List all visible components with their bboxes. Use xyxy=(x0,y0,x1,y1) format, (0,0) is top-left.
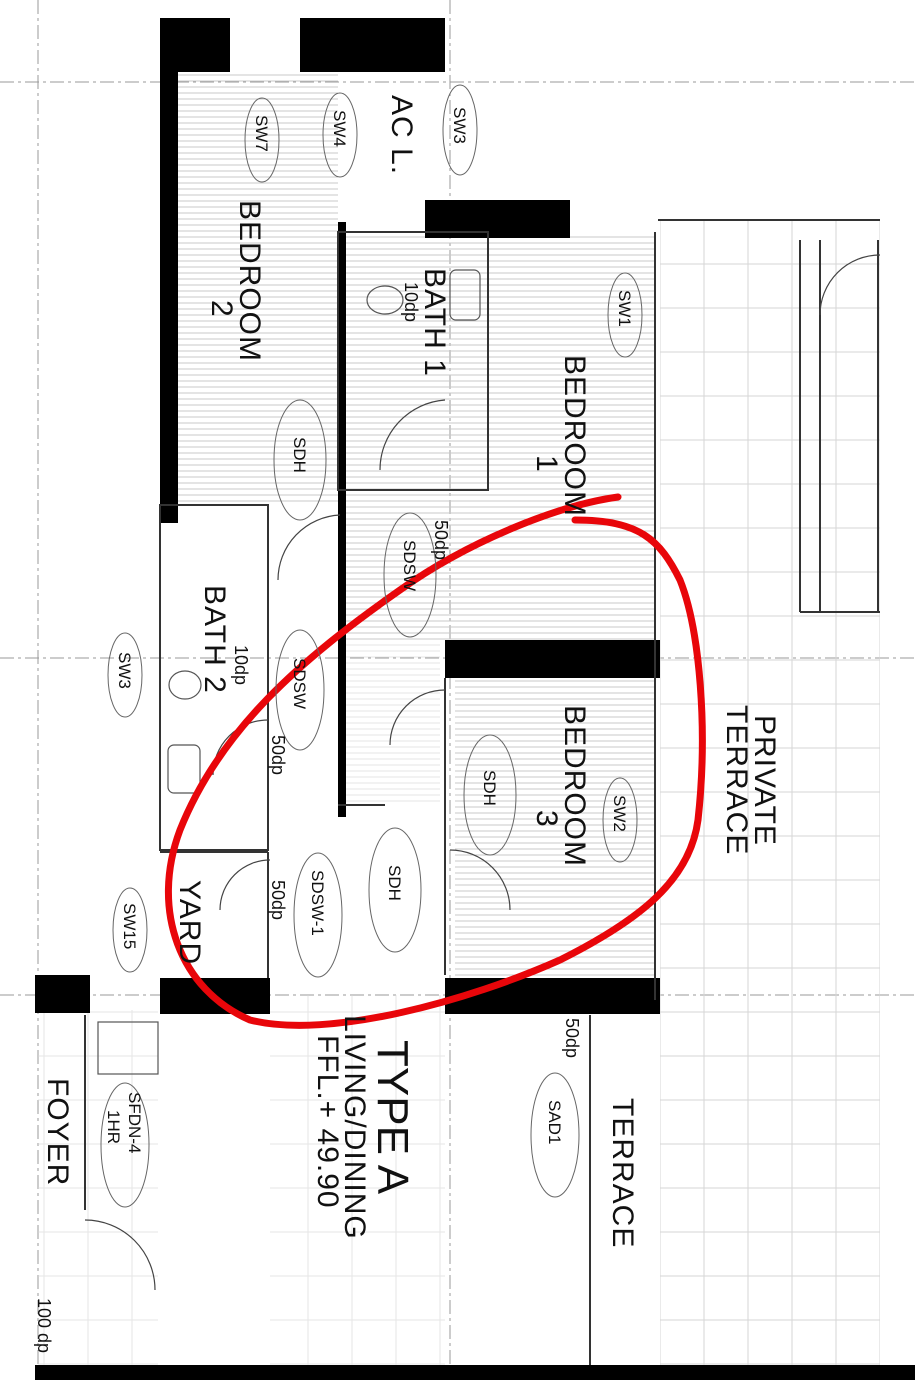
tag-sw3-top: SW3 xyxy=(450,107,469,144)
tag-sfdn-4: SFDN-4 xyxy=(125,1092,144,1153)
tag-sdh-hall: SDH xyxy=(385,865,404,901)
ac-label: AC L. xyxy=(385,95,418,175)
tag-sw2: SW2 xyxy=(610,795,629,832)
dim-labels: 10dp 10dp 50dp 50dp 50dp 50dp 100 dp xyxy=(34,282,582,1353)
bedroom2-label: BEDROOM xyxy=(233,200,266,362)
toilet-1 xyxy=(366,285,404,315)
bedroom3-number: 3 xyxy=(530,810,563,828)
tag-sdsw-3: SDSW-1 xyxy=(308,870,327,936)
tag-sdsw-2: SDSW xyxy=(290,658,309,709)
toilet-2 xyxy=(168,670,202,700)
room-fills xyxy=(178,72,655,978)
dim-50dp-1: 50dp xyxy=(431,520,451,560)
tag-sdh-bed3: SDH xyxy=(480,770,499,806)
bath2-label: BATH 2 xyxy=(198,585,231,694)
room-labels: BEDROOM 2 BEDROOM 1 BEDROOM 3 BATH 1 BAT… xyxy=(41,95,781,1248)
tag-sdsw-1: SDSW xyxy=(400,540,419,591)
dim-50dp-2: 50dp xyxy=(268,735,288,775)
tag-sw15: SW15 xyxy=(120,903,139,949)
bath-fixtures xyxy=(97,269,481,1075)
partition-walls xyxy=(84,219,880,1365)
bedroom3-label: BEDROOM xyxy=(558,705,591,867)
living-grid xyxy=(270,995,445,1370)
basin-2 xyxy=(167,744,201,794)
bedroom2-number: 2 xyxy=(205,300,238,318)
floor-level-label: FFL.+ 49.90 xyxy=(311,1035,344,1209)
foyer-label: FOYER xyxy=(41,1078,74,1186)
tag-sad1: SAD1 xyxy=(545,1100,564,1144)
tag-sw3-left: SW3 xyxy=(115,652,134,689)
dim-bath2: 10dp xyxy=(231,645,251,685)
markup-circle xyxy=(164,493,706,1029)
living-label: LIVING/DINING xyxy=(338,1015,371,1240)
kitchen-sink xyxy=(97,1021,159,1075)
bedroom1-label: BEDROOM xyxy=(558,355,591,517)
dim-50dp-3: 50dp xyxy=(268,880,288,920)
tag-sw1: SW1 xyxy=(615,290,634,327)
tag-ellipses xyxy=(100,84,643,1208)
tag-sw7: SW7 xyxy=(252,115,271,152)
door-swings xyxy=(84,254,881,1291)
private-terrace-label-2: TERRACE xyxy=(720,705,753,855)
tag-labels: SW7 SW4 SW3 SW1 SDH SDSW SDSW SW3 SDH SW… xyxy=(104,107,634,1153)
bedroom1-number: 1 xyxy=(530,455,563,473)
bath1-label: BATH 1 xyxy=(418,268,451,377)
tag-sdh-bed2: SDH xyxy=(290,437,309,473)
private-terrace-label: PRIVATE xyxy=(748,715,781,846)
terrace-label: TERRACE xyxy=(606,1098,639,1248)
basin-1 xyxy=(449,269,481,321)
tag-sw4: SW4 xyxy=(330,110,349,147)
unit-type-label: TYPE A xyxy=(368,1040,417,1195)
yard-label: YARD xyxy=(173,880,206,965)
dim-50dp-4: 50dp xyxy=(562,1018,582,1058)
tag-1hr: 1HR xyxy=(104,1110,123,1144)
dim-foyer: 100 dp xyxy=(34,1298,54,1353)
dim-bath1: 10dp xyxy=(401,282,421,322)
